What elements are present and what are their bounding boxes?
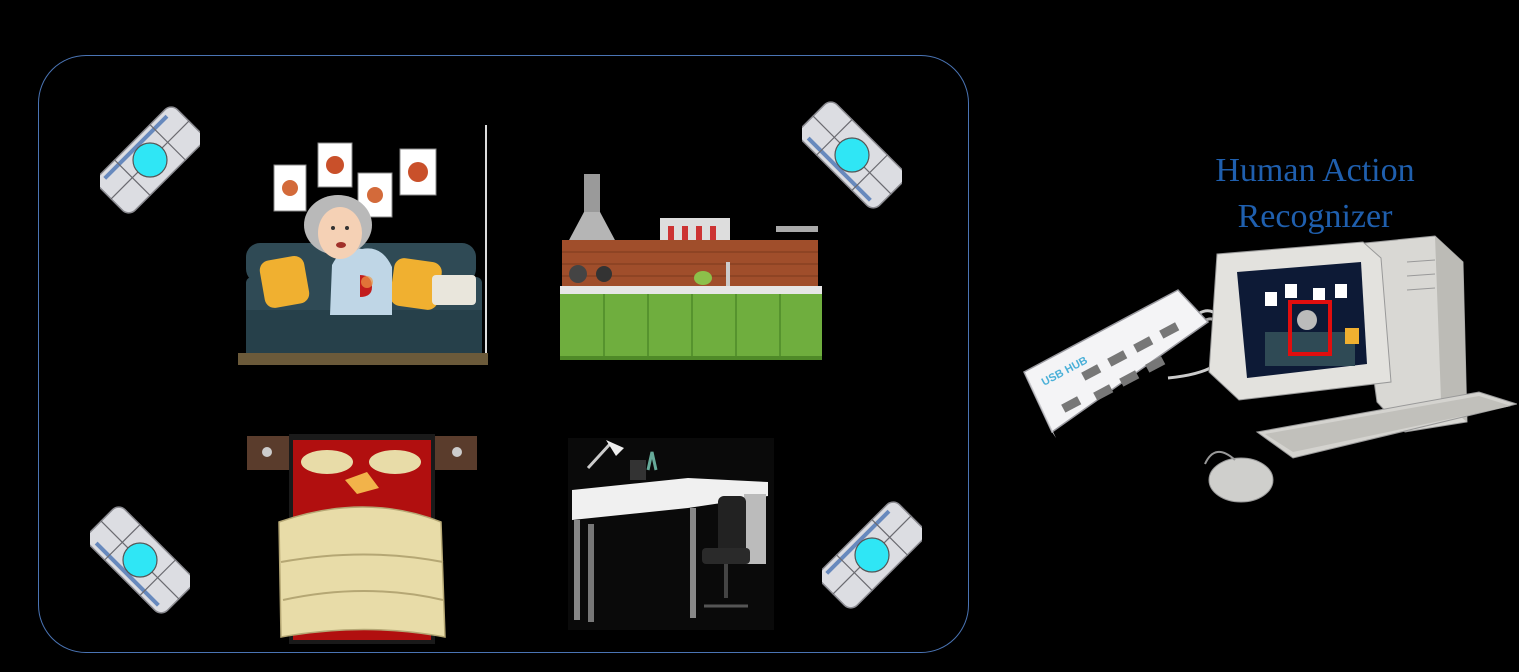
- usb-hub: USB HUB: [1023, 289, 1230, 438]
- sensor-bottom-right: [822, 497, 922, 613]
- bedroom-scene: [247, 434, 477, 644]
- recognizer-title-line-1: Human Action: [1215, 152, 1415, 189]
- kitchen-scene: [560, 174, 822, 360]
- elderly-person-figure: [304, 195, 392, 315]
- recognizer-title-line-2: Recognizer: [1237, 198, 1393, 235]
- sensor-top-left: [100, 102, 200, 218]
- recognizer-title: Human Action Recognizer: [1160, 148, 1470, 240]
- monitor-screen-content: [1265, 284, 1359, 366]
- office-scene: [568, 438, 774, 630]
- sensor-bottom-left: [90, 502, 190, 618]
- computer: [1204, 235, 1517, 503]
- wall-picture-frames: [273, 142, 437, 218]
- monitored-room-frame: [38, 55, 969, 653]
- living-room-scene: [238, 125, 488, 365]
